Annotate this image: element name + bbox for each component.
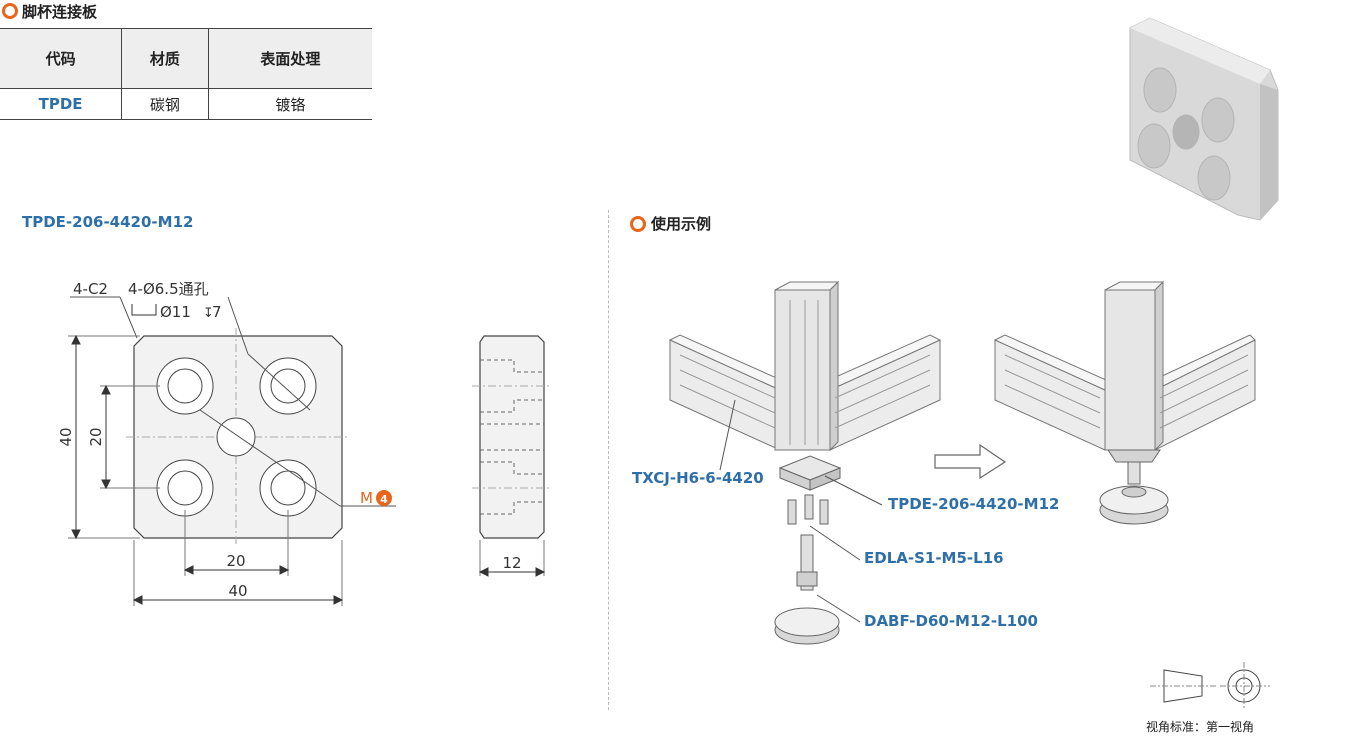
spec-table: 代码 材质 表面处理 TPDE 碳钢 镀铬	[0, 28, 372, 120]
header-code: 代码	[0, 28, 122, 89]
depth-symbol: ↧	[203, 306, 214, 321]
callout-profile[interactable]: TXCJ-H6-6-4420	[632, 469, 764, 487]
cell-material: 碳钢	[121, 88, 209, 120]
height-dim: 40	[57, 427, 75, 446]
counterbore-depth: 7	[212, 303, 222, 321]
product-render	[1129, 17, 1279, 221]
projection-symbol-icon	[1150, 662, 1270, 710]
inner-width-dim: 20	[226, 552, 245, 570]
section-divider	[608, 210, 609, 710]
counterbore-hole	[156, 357, 317, 517]
thread-hole	[216, 417, 256, 457]
counterbore-label: Ø11	[160, 303, 191, 321]
callout-foot[interactable]: DABF-D60-M12-L100	[864, 612, 1038, 630]
thread-prefix: M	[360, 489, 373, 507]
spec-table-header: 代码 材质 表面处理	[0, 28, 372, 89]
table-row: TPDE 碳钢 镀铬	[0, 88, 372, 120]
callout-plate[interactable]: TPDE-206-4420-M12	[888, 495, 1060, 513]
section-marker-icon	[630, 216, 646, 232]
usage-illustration	[668, 280, 1256, 645]
cell-surface: 镀铬	[207, 88, 372, 120]
technical-drawing: 4-C2 4-Ø6.5通孔 Ø11 ↧ 7 40 20 20 40 12 M 4	[57, 280, 552, 606]
usage-title: 使用示例	[651, 215, 712, 233]
cell-code[interactable]: TPDE	[0, 88, 122, 120]
chamfer-label: 4-C2	[73, 280, 108, 298]
projection-label: 视角标准：第一视角	[1146, 720, 1255, 734]
header-material: 材质	[121, 28, 209, 89]
inner-height-dim: 20	[87, 427, 105, 446]
thickness-dim: 12	[502, 554, 521, 572]
width-dim: 40	[228, 582, 247, 600]
model-code: TPDE-206-4420-M12	[22, 213, 194, 231]
product-title: 脚杯连接板	[22, 3, 98, 21]
hole-label: 4-Ø6.5通孔	[128, 280, 209, 298]
thread-ref: 4	[380, 493, 388, 506]
callout-screw[interactable]: EDLA-S1-M5-L16	[864, 549, 1004, 567]
header-surface: 表面处理	[207, 28, 372, 89]
side-view	[479, 335, 545, 539]
section-marker-icon	[2, 3, 18, 19]
